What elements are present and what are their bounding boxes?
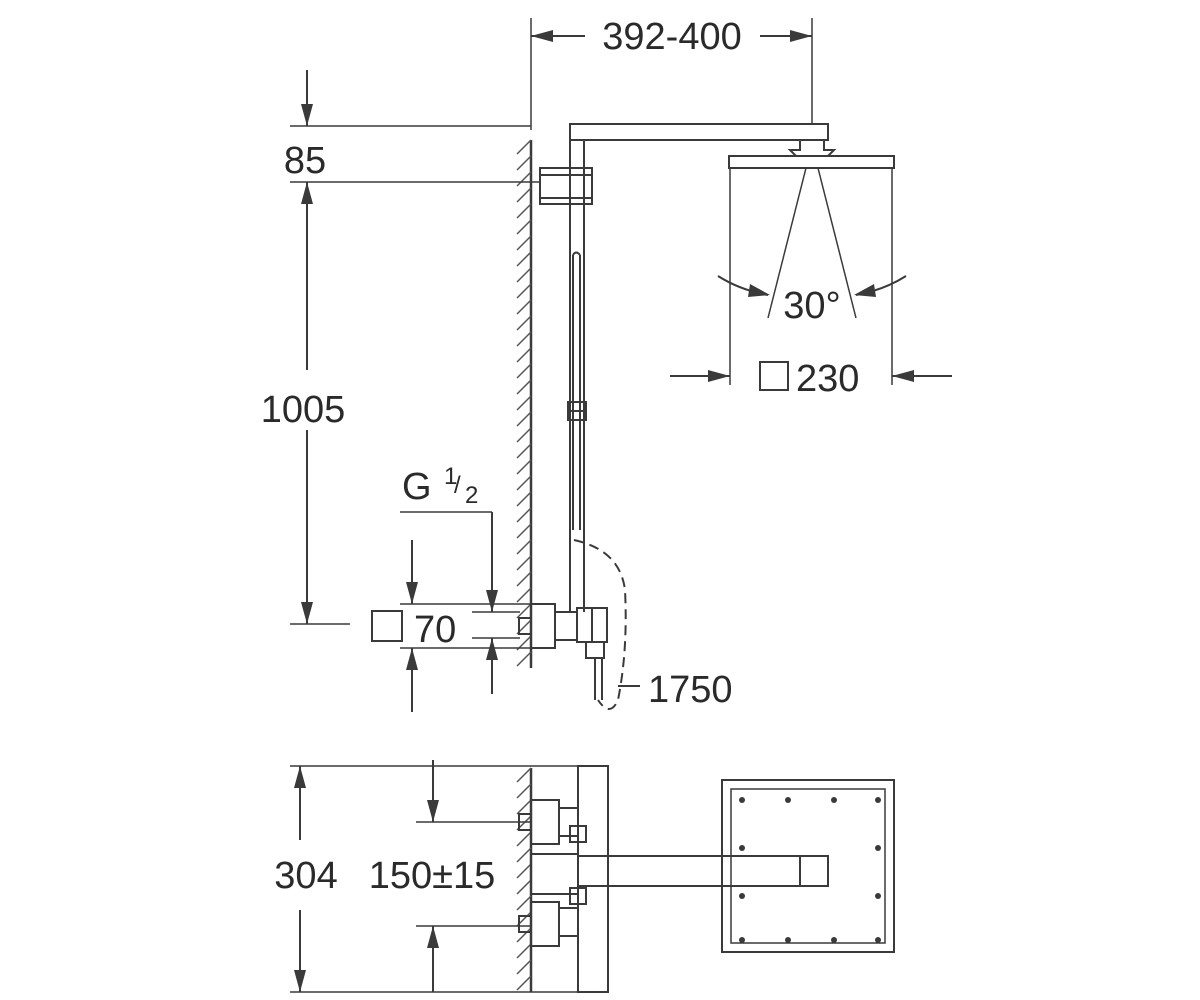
rain-head-top-view <box>721 779 895 953</box>
valve-square-label: 70 <box>414 609 456 651</box>
wall-hatch-line <box>516 799 532 815</box>
wall-hatch-line <box>516 783 532 799</box>
wall-hatch-line <box>516 491 532 507</box>
wall-hatch-line <box>516 603 532 619</box>
wall-hatch-line <box>516 927 532 943</box>
wall-hatch-line <box>516 943 532 959</box>
wall-hatch-line <box>516 139 532 155</box>
thread-num-label: 1 <box>444 463 457 490</box>
wall-hatch-line <box>516 155 532 171</box>
wall-hatch-line <box>516 315 532 331</box>
nozzle-dot <box>831 797 837 803</box>
depth-label: 304 <box>274 855 337 897</box>
nozzle-dot <box>875 893 881 899</box>
head-square-label: 230 <box>796 358 859 400</box>
wall-hatch-line <box>516 331 532 347</box>
thread-slash: / <box>454 472 461 499</box>
wall-hatch-line <box>516 219 532 235</box>
wall-hatch-line <box>516 267 532 283</box>
wall-hatch-line <box>516 539 532 555</box>
wall-hatch-line <box>516 767 532 783</box>
centers-label: 150±15 <box>369 855 496 897</box>
wall-front-view <box>516 139 533 668</box>
wall-hatch-line <box>516 363 532 379</box>
wall-hatch-line <box>516 507 532 523</box>
wall-hatch-line <box>516 443 532 459</box>
wall-hatch-line <box>516 235 532 251</box>
wall-hatch-line <box>516 651 532 667</box>
valve-top-view <box>518 765 829 993</box>
nozzle-dot <box>831 937 837 943</box>
centers-dimension: 150±15 <box>369 760 531 992</box>
nozzle-dot <box>785 937 791 943</box>
nozzle-dot <box>739 893 745 899</box>
wall-hatch-line <box>516 831 532 847</box>
wall-hatch-line <box>516 459 532 475</box>
wall-hatch-line <box>516 203 532 219</box>
thread-main-label: G <box>402 466 432 508</box>
wall-hatch-line <box>516 555 532 571</box>
depth-dimension: 304 <box>274 765 582 993</box>
nozzle-dot <box>785 797 791 803</box>
wall-hatch-line <box>516 379 532 395</box>
wall-hatch-line <box>516 411 532 427</box>
wall-hatch-line <box>516 299 532 315</box>
hose-length-label: 1750 <box>648 669 733 711</box>
wall-hatch-line <box>516 283 532 299</box>
nozzle-dot <box>875 845 881 851</box>
wall-hatch-line <box>516 523 532 539</box>
nozzle-dot <box>739 797 745 803</box>
spray-angle-label: 30° <box>783 285 840 327</box>
nozzle-dot <box>739 937 745 943</box>
shower-column <box>539 123 829 710</box>
nozzle-dot <box>875 937 881 943</box>
wall-hatch-line <box>516 847 532 863</box>
square-symbol-icon <box>371 610 403 642</box>
square-symbol-icon <box>759 361 789 391</box>
rain-shower-head: 30° 230 <box>670 139 952 400</box>
wall-hatch-line <box>516 959 532 975</box>
wall-hatch-line <box>516 171 532 187</box>
thread-dimension: G 1 / 2 70 <box>371 463 531 712</box>
thermostat-valve <box>518 603 608 700</box>
wall-hatch-line <box>516 475 532 491</box>
top-offset-label: 85 <box>284 140 326 182</box>
thread-den-label: 2 <box>465 482 478 509</box>
wall-hatch-line <box>516 427 532 443</box>
arm-length-label: 392-400 <box>602 16 741 58</box>
wall-hatch-line <box>516 863 532 879</box>
wall-hatch-line <box>516 975 532 991</box>
nozzle-dot <box>875 797 881 803</box>
wall-hatch-line <box>516 587 532 603</box>
nozzle-dot <box>739 845 745 851</box>
wall-top-view <box>516 767 533 992</box>
arm-length-dimension: 392-400 <box>530 16 813 130</box>
wall-hatch-line <box>516 187 532 203</box>
height-dimension: 85 1005 <box>261 70 540 625</box>
wall-hatch-line <box>516 251 532 267</box>
wall-hatch-line <box>516 347 532 363</box>
wall-hatch-line <box>516 879 532 895</box>
wall-hatch-line <box>516 571 532 587</box>
wall-hatch-line <box>516 895 532 911</box>
height-label: 1005 <box>261 389 346 431</box>
wall-hatch-line <box>516 395 532 411</box>
